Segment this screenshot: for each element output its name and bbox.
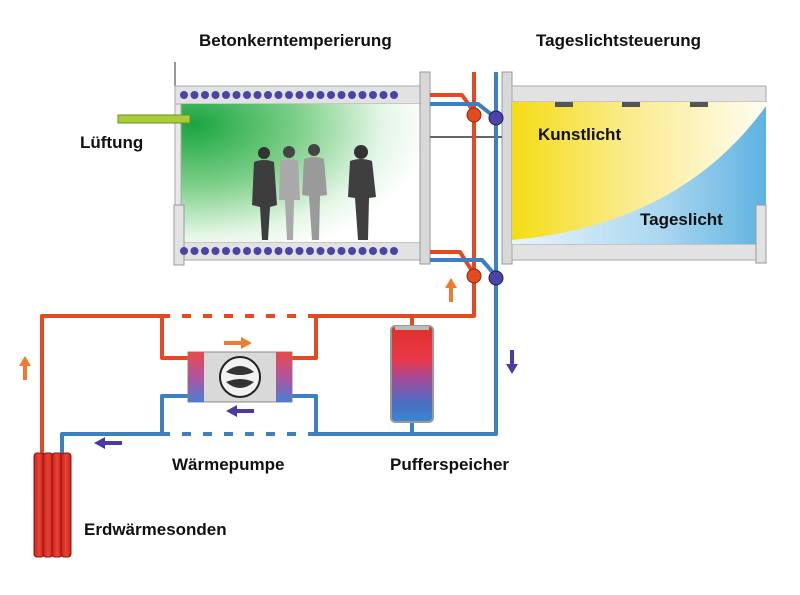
left-room — [117, 62, 424, 266]
heating-tube-dot — [211, 91, 220, 99]
heating-tube-dot — [201, 247, 209, 255]
right-room — [511, 85, 767, 264]
label-kunstlicht: Kunstlicht — [538, 125, 622, 144]
bypass-dashes — [170, 313, 310, 437]
heating-tube-dot — [274, 91, 283, 99]
left-wall-bottom — [173, 204, 185, 266]
heating-tube-dot — [274, 247, 283, 255]
ceiling-lamp — [555, 102, 573, 107]
heating-tube-dot — [222, 91, 230, 99]
right-ceiling — [511, 85, 767, 103]
heating-tube-dot — [190, 91, 199, 99]
return-valve — [488, 110, 504, 126]
heating-tube-dot — [358, 247, 367, 255]
label-pufferspeicher: Pufferspeicher — [390, 455, 510, 474]
heating-tube-dot — [211, 247, 220, 255]
return-valve — [488, 270, 504, 286]
heating-tube-dot — [390, 247, 398, 255]
arrow-right-icon — [224, 337, 252, 349]
heating-tube-dot — [348, 91, 356, 99]
heating-tube-dot — [264, 91, 272, 99]
people-silhouettes — [252, 144, 376, 240]
person-silhouette — [302, 144, 327, 240]
heating-tube-dot — [264, 247, 272, 255]
heating-tube-dot — [306, 91, 314, 99]
flow-arrows — [19, 278, 518, 449]
title-betonkerntemperierung: Betonkerntemperierung — [199, 31, 392, 50]
heating-tube-dot — [295, 91, 304, 99]
heating-tube-dot — [222, 247, 230, 255]
heating-tube-dot — [285, 247, 293, 255]
daylight-zone — [512, 106, 766, 244]
heating-tube-dot — [253, 91, 262, 99]
heating-tube-dot — [379, 91, 388, 99]
heating-tube-dot — [327, 91, 335, 99]
label-lueftung: Lüftung — [80, 133, 144, 152]
heating-tube-dot — [190, 247, 199, 255]
heating-tube-dot — [232, 247, 241, 255]
heating-tube-dot — [337, 91, 346, 99]
ventilation-duct — [117, 114, 191, 124]
heating-tube-dot — [306, 247, 314, 255]
arrow-down-icon — [506, 350, 518, 374]
heating-tube-dot — [180, 91, 188, 99]
heating-tube-dot — [390, 91, 398, 99]
label-erdwaermesonden: Erdwärmesonden — [84, 520, 227, 539]
heat-exchanger-right — [276, 352, 292, 402]
heating-tube-dot — [180, 247, 188, 255]
heating-tube-dot — [243, 91, 251, 99]
ceiling-heating-tubes — [180, 91, 398, 99]
ground-probes — [33, 452, 72, 558]
heating-tube-dot — [232, 91, 241, 99]
green-zone — [181, 104, 419, 242]
arrow-up-icon — [445, 278, 457, 302]
heating-tube-dot — [285, 91, 293, 99]
ceiling-lamp — [622, 102, 640, 107]
person-silhouette — [279, 146, 300, 240]
heating-tube-dot — [348, 247, 356, 255]
heating-tube-dot — [369, 91, 377, 99]
title-tageslichtsteuerung: Tageslichtsteuerung — [536, 31, 701, 50]
heat-exchanger-left — [188, 352, 204, 402]
heating-tube-dot — [327, 247, 335, 255]
heating-tube-dot — [369, 247, 377, 255]
ceiling-lamp — [690, 102, 708, 107]
supply-valve — [466, 107, 482, 123]
label-waermepumpe: Wärmepumpe — [172, 455, 285, 474]
arrow-left-icon — [94, 437, 122, 449]
heating-tube-dot — [253, 247, 262, 255]
heating-tube-dot — [379, 247, 388, 255]
heating-tube-dot — [358, 91, 367, 99]
heat-pump — [187, 351, 293, 403]
heating-tube-dot — [295, 247, 304, 255]
heating-tube-dot — [243, 247, 251, 255]
label-tageslicht: Tageslicht — [640, 210, 723, 229]
person-silhouette — [252, 147, 277, 240]
heating-tube-dot — [316, 91, 325, 99]
arrow-up-icon — [19, 356, 31, 380]
person-silhouette — [348, 145, 376, 240]
heating-tube-dot — [201, 91, 209, 99]
heating-tube-dot — [337, 247, 346, 255]
right-wall-bottom — [755, 204, 767, 264]
buffer-tank — [390, 325, 434, 423]
right-floor — [511, 243, 767, 261]
heating-tube-dot — [316, 247, 325, 255]
floor-heating-tubes — [180, 247, 398, 255]
supply-valve — [466, 268, 482, 284]
arrow-left-icon — [226, 405, 254, 417]
compressor-icon — [219, 356, 261, 398]
